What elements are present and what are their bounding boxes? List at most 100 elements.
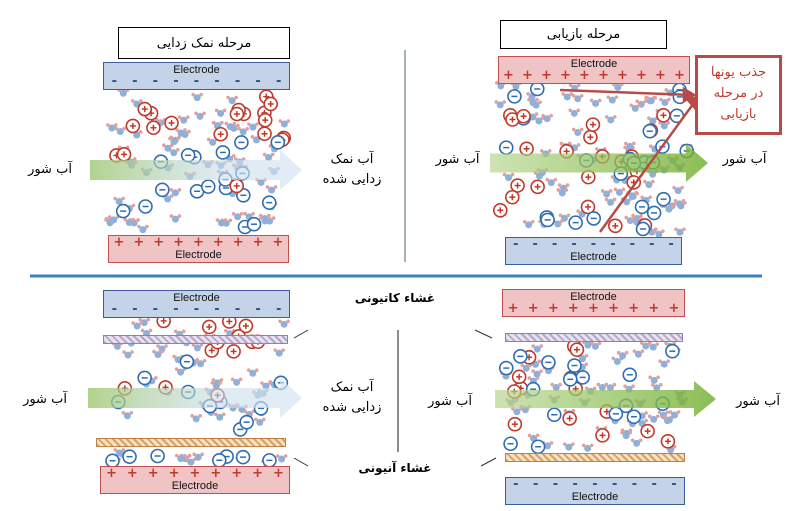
water-molecule [138, 317, 151, 327]
charge-sign: + [231, 466, 243, 481]
electrode-positive: Electrode +++++++++ [502, 289, 685, 317]
charge-sign: - [571, 237, 577, 252]
water-molecule [616, 350, 629, 360]
water-molecule [494, 100, 507, 109]
charge-sign: + [153, 235, 165, 250]
water-molecule [531, 344, 544, 353]
electrode-negative: --------- Electrode [505, 237, 682, 265]
water-molecule [113, 196, 125, 205]
charge-sign: - [513, 237, 519, 252]
anion [507, 89, 522, 104]
outlet-label: آب شور [722, 152, 767, 167]
water-molecule [214, 108, 227, 117]
charge-sign: + [133, 235, 145, 250]
membrane-pointer-arrows [293, 329, 497, 467]
anion [270, 135, 286, 150]
water-molecule [194, 111, 206, 120]
cation [505, 112, 520, 127]
charge-sign: - [234, 74, 241, 89]
regeneration-title: مرحله بازیابی [500, 20, 667, 49]
anion [586, 211, 602, 226]
charge-sign: + [579, 68, 590, 83]
water-molecule [556, 188, 569, 197]
cation [656, 108, 671, 123]
electrode-positive: Electrode ++++++++++ [498, 56, 690, 84]
charge-sign: + [617, 68, 628, 83]
anion-membrane [505, 453, 685, 462]
cation [510, 178, 525, 193]
water-molecule [674, 227, 686, 236]
electrode-charge-signs: ++++++++++ [499, 68, 689, 83]
charge-sign: - [668, 237, 674, 252]
inlet-label: آب شور [23, 392, 67, 407]
charge-sign: - [152, 74, 159, 89]
charge-sign: + [272, 466, 284, 481]
water-molecule [230, 377, 243, 386]
charge-sign: + [674, 68, 685, 83]
charge-sign: - [255, 302, 261, 317]
anion [239, 414, 254, 430]
cation [505, 189, 520, 205]
cation [608, 218, 623, 234]
anion [246, 216, 262, 232]
water-molecule [659, 97, 671, 107]
anion [540, 212, 555, 228]
charge-sign: - [214, 302, 220, 317]
water-molecule [113, 448, 126, 457]
charge-sign: - [649, 237, 655, 252]
water-molecule [550, 382, 562, 392]
electrode-label: Electrode [570, 58, 618, 70]
water-molecule [561, 92, 574, 101]
cation [201, 319, 217, 335]
cation [125, 118, 141, 134]
charge-sign: + [527, 301, 539, 316]
charge-sign: + [272, 235, 284, 250]
cation [257, 112, 273, 128]
anion [180, 147, 196, 163]
water-molecule [645, 96, 658, 105]
charge-sign: + [608, 301, 620, 316]
charge-sign: + [567, 301, 579, 316]
water-molecule [668, 410, 681, 419]
electrode-charge-signs: --------- [104, 302, 289, 317]
charge-sign: - [631, 477, 638, 492]
inlet-label: آب شور [428, 394, 472, 409]
charge-sign: - [193, 302, 200, 317]
electrode-charge-signs: +++++++++ [109, 235, 288, 250]
charge-sign: - [132, 74, 138, 89]
cation [660, 434, 676, 449]
charge-sign: - [612, 477, 618, 492]
charge-sign: - [590, 237, 597, 252]
cation [585, 117, 601, 132]
anion [503, 436, 518, 452]
water-molecule [273, 348, 286, 357]
water-molecule [237, 127, 249, 136]
water-molecule [224, 121, 237, 131]
water-molecule [522, 219, 535, 229]
water-molecule [502, 172, 515, 182]
outlet-label: آب نمک زدایی شده [322, 152, 382, 187]
anion [498, 360, 514, 376]
water-molecule [604, 115, 617, 124]
cation [493, 202, 508, 218]
charge-sign: - [275, 302, 282, 317]
charge-sign: + [507, 301, 519, 316]
charge-sign: - [234, 302, 241, 317]
water-molecule [604, 382, 617, 392]
water-molecule [123, 217, 136, 227]
anion [541, 355, 556, 370]
charge-sign: - [671, 477, 677, 492]
water-molecule [673, 199, 686, 208]
charge-sign: + [252, 235, 264, 250]
cation-membrane [103, 335, 288, 344]
water-molecule [672, 185, 684, 195]
anion [634, 199, 650, 215]
charge-sign: - [532, 237, 538, 252]
anion [261, 195, 277, 210]
cation [640, 423, 655, 439]
flow-arrow [90, 150, 302, 190]
water-molecule [571, 127, 584, 136]
water-molecule [545, 177, 558, 187]
anion [513, 349, 528, 364]
anion [211, 452, 227, 468]
